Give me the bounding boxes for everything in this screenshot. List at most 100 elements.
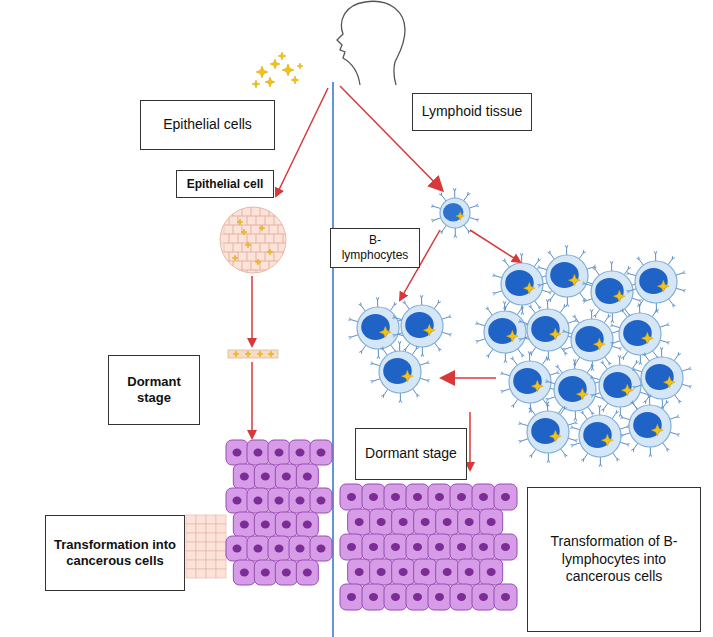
receptor <box>575 318 579 324</box>
nucleus <box>487 568 496 576</box>
nucleus <box>317 497 326 505</box>
cell-part <box>667 323 669 325</box>
normal-tissue <box>216 533 226 542</box>
cell-part <box>610 261 611 264</box>
cancer-cell <box>226 440 248 465</box>
cell-part <box>601 362 604 363</box>
cell-part <box>562 331 565 332</box>
cell-part <box>537 267 540 268</box>
cancer-cell <box>472 584 495 610</box>
cell-part <box>609 362 612 363</box>
cell-part <box>488 355 489 358</box>
cell-part <box>583 282 585 284</box>
receptor <box>548 382 555 384</box>
nucleus <box>369 543 378 551</box>
virus-particle <box>664 376 676 388</box>
cell-part <box>247 234 256 243</box>
receptor <box>351 320 358 322</box>
b-cell <box>527 309 569 351</box>
cancer-cell <box>414 509 437 535</box>
receptor <box>668 259 672 265</box>
receptor <box>464 195 468 201</box>
nucleus <box>303 569 312 577</box>
cancer-cell <box>289 440 311 465</box>
cell-part <box>640 362 641 365</box>
cell-part <box>449 315 451 317</box>
cancer-cell <box>247 536 269 561</box>
nucleus <box>233 545 242 553</box>
b-cell <box>635 261 677 303</box>
virus-particle <box>550 328 562 340</box>
normal-tissue <box>186 524 196 533</box>
virus-particle <box>402 370 414 382</box>
receptor <box>561 347 565 353</box>
cell-part <box>378 356 379 359</box>
cell-part <box>247 216 256 225</box>
cell-part <box>247 252 256 261</box>
receptor <box>532 449 536 455</box>
receptor <box>540 283 547 285</box>
nucleus <box>377 518 386 526</box>
cell-part <box>260 207 269 216</box>
cell-part <box>628 266 629 269</box>
cell-part <box>608 314 609 317</box>
cell-part <box>667 342 669 344</box>
cell-part <box>689 385 692 386</box>
receptor <box>592 361 593 368</box>
receptor <box>568 321 575 323</box>
cell-part <box>403 302 406 303</box>
cell-part <box>556 366 559 367</box>
cancer-cell <box>480 559 503 585</box>
cancer-cell <box>268 488 290 513</box>
cell-part <box>546 380 548 382</box>
cell-part <box>361 351 362 354</box>
cell-part <box>583 459 584 462</box>
receptor <box>663 443 667 449</box>
cell-part <box>427 361 429 363</box>
cell-part <box>627 425 629 427</box>
b-cell <box>599 365 641 407</box>
b-cell <box>554 369 596 411</box>
nucleus <box>254 545 263 553</box>
receptor <box>560 307 564 313</box>
normal-tissue <box>196 524 206 533</box>
virus-particle <box>282 64 294 76</box>
cell-part <box>522 354 525 355</box>
cancer-cell <box>310 440 332 465</box>
cell-part <box>689 386 691 388</box>
cell-part <box>449 334 451 336</box>
cell-part <box>503 301 504 304</box>
receptor <box>543 399 547 405</box>
receptor <box>548 453 549 460</box>
cell-part <box>220 216 229 225</box>
normal-tissue <box>186 551 196 560</box>
cancer-cell <box>494 584 517 610</box>
receptor <box>612 413 616 419</box>
cancer-cell <box>362 534 385 560</box>
cancer-cell <box>233 464 255 489</box>
cell-part <box>583 301 585 303</box>
epithelium-circle <box>220 207 286 273</box>
virus-particle <box>642 332 654 344</box>
receptor <box>635 370 642 372</box>
cancer-cell <box>414 559 437 585</box>
nucleus <box>296 545 305 553</box>
cell-part <box>548 358 549 361</box>
cell-part <box>432 204 434 206</box>
cancer-cell <box>310 488 332 513</box>
cell-part <box>278 261 287 270</box>
cancer-cell <box>472 484 495 510</box>
nucleus <box>303 473 312 481</box>
cell-part <box>637 258 640 259</box>
receptor <box>633 404 637 410</box>
nucleus <box>233 497 242 505</box>
receptor <box>653 351 657 357</box>
virus-particle <box>256 66 268 78</box>
cell-part <box>667 448 670 449</box>
cell-part <box>603 409 604 412</box>
receptor <box>362 345 366 351</box>
virus-particle <box>297 63 303 69</box>
cancer-cell <box>436 509 459 535</box>
cell-part <box>493 274 495 276</box>
cell-part <box>383 395 384 398</box>
